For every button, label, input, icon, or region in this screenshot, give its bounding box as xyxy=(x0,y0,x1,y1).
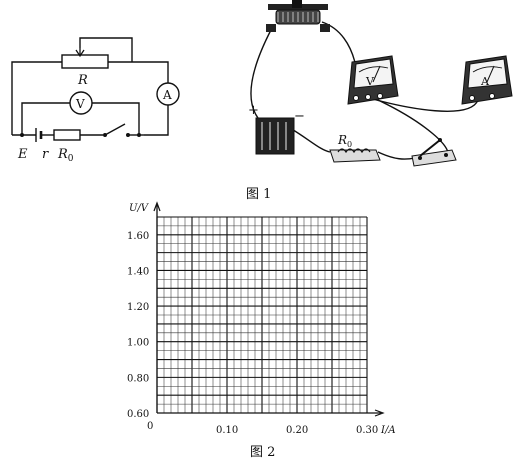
graph-tick-labels: 0.60 0.80 1.00 1.20 1.40 1.60 0.10 0.20 0.30 xyxy=(127,231,378,436)
x-tick-label: 0.10 xyxy=(216,425,238,436)
ammeter-apparatus: A xyxy=(461,55,513,105)
schematic-ammeter-label: A xyxy=(162,88,172,102)
apparatus-ammeter-label: A xyxy=(480,75,490,88)
battery-apparatus: + − xyxy=(248,103,305,155)
graph-axes xyxy=(153,201,385,417)
ammeter-symbol xyxy=(156,82,180,106)
apparatus-resistor-label: R0 xyxy=(337,133,352,149)
figure2-caption: 图 2 xyxy=(250,445,275,460)
schematic-voltmeter-label: V xyxy=(75,97,85,111)
battery-plus-label: + xyxy=(248,103,259,118)
voltmeter-symbol xyxy=(69,91,93,115)
switch-blade xyxy=(104,123,126,136)
rheostat-symbol xyxy=(61,54,109,69)
battery-minus-label: − xyxy=(294,109,305,124)
y-axis-label: U/V xyxy=(129,203,150,214)
figure1-caption: 图 1 xyxy=(246,187,271,202)
resistor-r0-symbol xyxy=(53,129,81,141)
ui-graph: 0.60 0.80 1.00 1.20 1.40 1.60 0.10 0.20 0.30 U/V… xyxy=(127,201,396,436)
switch-apparatus xyxy=(411,138,457,167)
y-tick-label: 0.80 xyxy=(127,373,149,384)
apparatus-voltmeter-label: V xyxy=(365,75,375,88)
slider-arrow xyxy=(75,48,85,58)
y-tick-label: 1.60 xyxy=(127,231,149,242)
x-tick-label: 0.30 xyxy=(356,425,378,436)
y-axis-arrow xyxy=(153,201,161,212)
resistor-r0-apparatus: R0 xyxy=(329,133,381,163)
x-axis-arrow xyxy=(374,409,385,417)
y-tick-label: 1.20 xyxy=(127,302,149,313)
emf-label: E xyxy=(17,147,28,162)
circuit-schematic: R A V E r R0 xyxy=(11,37,180,164)
x-axis-label: I/A xyxy=(380,425,396,436)
rheostat-label: R xyxy=(77,73,88,88)
graph-grid xyxy=(156,216,368,414)
origin-label: 0 xyxy=(147,421,153,432)
resistor-r0-label: R0 xyxy=(57,147,74,164)
node-dot xyxy=(137,133,141,137)
node-dot xyxy=(20,133,24,137)
internal-resistance-label: r xyxy=(42,147,49,162)
apparatus-drawing: V A + − R0 xyxy=(248,0,513,167)
y-tick-label: 1.40 xyxy=(127,266,149,277)
y-tick-label: 1.00 xyxy=(127,338,149,349)
voltmeter-apparatus: V xyxy=(347,55,399,105)
y-tick-label: 0.60 xyxy=(127,409,149,420)
rheostat-apparatus xyxy=(266,0,330,32)
x-tick-label: 0.20 xyxy=(286,425,308,436)
